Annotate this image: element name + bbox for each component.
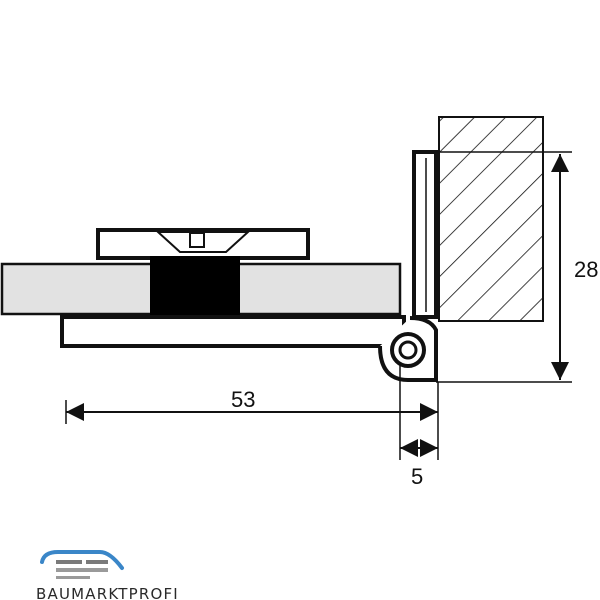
dimension-height-label: 28 xyxy=(574,257,598,282)
logo-roof-icon xyxy=(40,550,124,570)
dimension-offset: 5 xyxy=(400,439,438,489)
cover-cap xyxy=(96,228,310,260)
dimension-height: 28 xyxy=(551,154,598,380)
dimension-width-label: 53 xyxy=(231,387,255,412)
vertical-hinge-leaf xyxy=(412,150,438,319)
dimension-width: 53 xyxy=(66,387,438,421)
brand-logo: BAUMARKTPROFI xyxy=(36,550,179,600)
hinge-pin xyxy=(390,332,426,368)
hatched-door-section xyxy=(438,116,544,322)
dimension-offset-label: 5 xyxy=(411,464,423,489)
horizontal-hinge-leaf xyxy=(60,315,438,382)
clamp-core xyxy=(150,256,240,316)
logo-text: BAUMARKTPROFI xyxy=(36,585,179,600)
